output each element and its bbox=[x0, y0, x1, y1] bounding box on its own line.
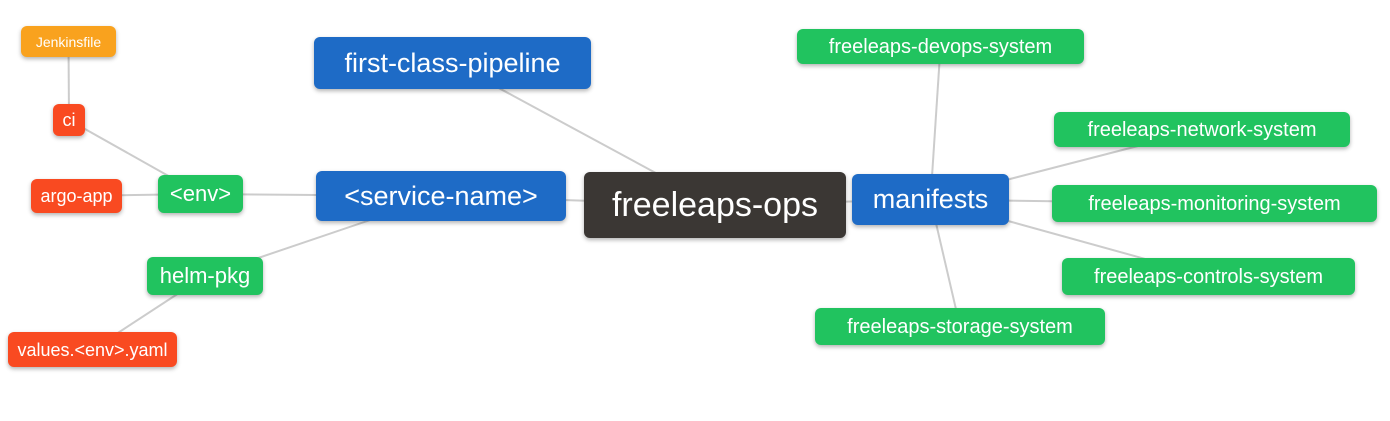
node-freeleaps-network-system[interactable]: freeleaps-network-system bbox=[1054, 112, 1350, 147]
node-freeleaps-devops-system[interactable]: freeleaps-devops-system bbox=[797, 29, 1084, 64]
node-manifests[interactable]: manifests bbox=[852, 174, 1009, 225]
node-service-name[interactable]: <service-name> bbox=[316, 171, 566, 221]
node-jenkinsfile[interactable]: Jenkinsfile bbox=[21, 26, 116, 57]
node-argo-app[interactable]: argo-app bbox=[31, 179, 122, 213]
node-freeleaps-controls-system[interactable]: freeleaps-controls-system bbox=[1062, 258, 1355, 295]
node-helm-pkg[interactable]: helm-pkg bbox=[147, 257, 263, 295]
node-env[interactable]: <env> bbox=[158, 175, 243, 213]
node-ci[interactable]: ci bbox=[53, 104, 85, 136]
node-first-class-pipeline[interactable]: first-class-pipeline bbox=[314, 37, 591, 89]
node-freeleaps-monitoring-system[interactable]: freeleaps-monitoring-system bbox=[1052, 185, 1377, 222]
node-values-env-yaml[interactable]: values.<env>.yaml bbox=[8, 332, 177, 367]
node-freeleaps-storage-system[interactable]: freeleaps-storage-system bbox=[815, 308, 1105, 345]
node-freeleaps-ops[interactable]: freeleaps-ops bbox=[584, 172, 846, 238]
